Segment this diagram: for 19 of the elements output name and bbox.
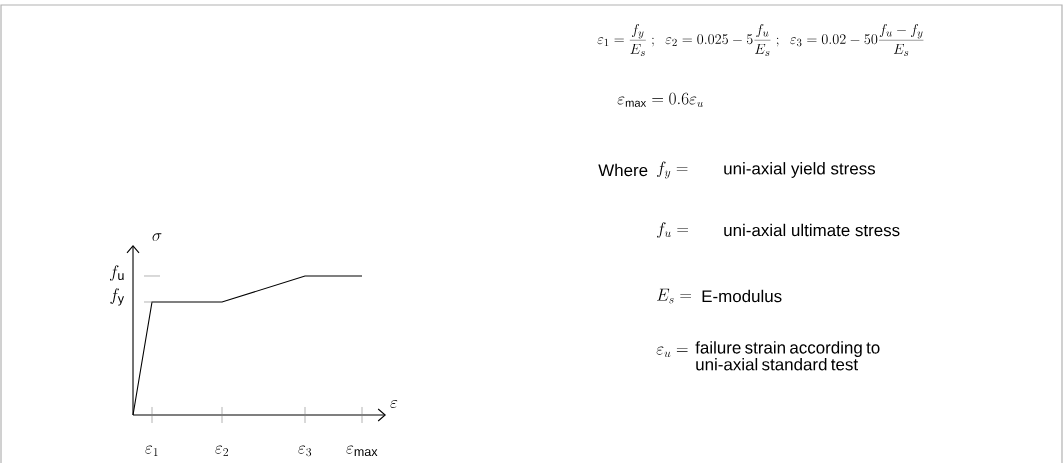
- axis-label: $f_{\mathrm{y}}$: [110, 288, 125, 306]
- definition-text: uni-axial yield stress: [724, 162, 876, 178]
- tick-label: $\varepsilon_{3}$: [298, 445, 312, 457]
- tick-label: $\varepsilon_{2}$: [215, 445, 229, 456]
- symbol-label: $f_y=$: [657, 161, 688, 179]
- axis-label: $\varepsilon$: [390, 399, 398, 409]
- symbol-label: $E_s=$: [657, 288, 692, 304]
- where-label: Where: [598, 163, 648, 177]
- symbol-label: $f_u=$: [657, 222, 689, 238]
- tick-label: $\varepsilon_{1}$: [145, 445, 158, 456]
- tick-label: $\varepsilon_{\mathrm{max}}$: [346, 445, 378, 457]
- definition-text: E-modulus: [702, 289, 782, 303]
- axis-label: $\sigma$: [152, 233, 162, 241]
- equation: $\varepsilon_{\max}=0.6\varepsilon_u$: [617, 92, 703, 107]
- symbol-label: $\varepsilon_u=$: [656, 346, 688, 358]
- axis-label: $f_{\mathrm{u}}$: [110, 265, 124, 281]
- equation: $\varepsilon_1=\frac{f_y}{E_s}\;;\;\;\varepsilon_2=0.025-5\frac{f_u}{E_s}\;;\;\;\varepsilon_3=0.02-50\frac{f_u-f_y}{E_s}$: [597, 24, 924, 56]
- definition-text: uni-axial ultimate stress: [724, 223, 900, 237]
- definition-text: failure strain according to uni-axial standard test: [695, 341, 880, 371]
